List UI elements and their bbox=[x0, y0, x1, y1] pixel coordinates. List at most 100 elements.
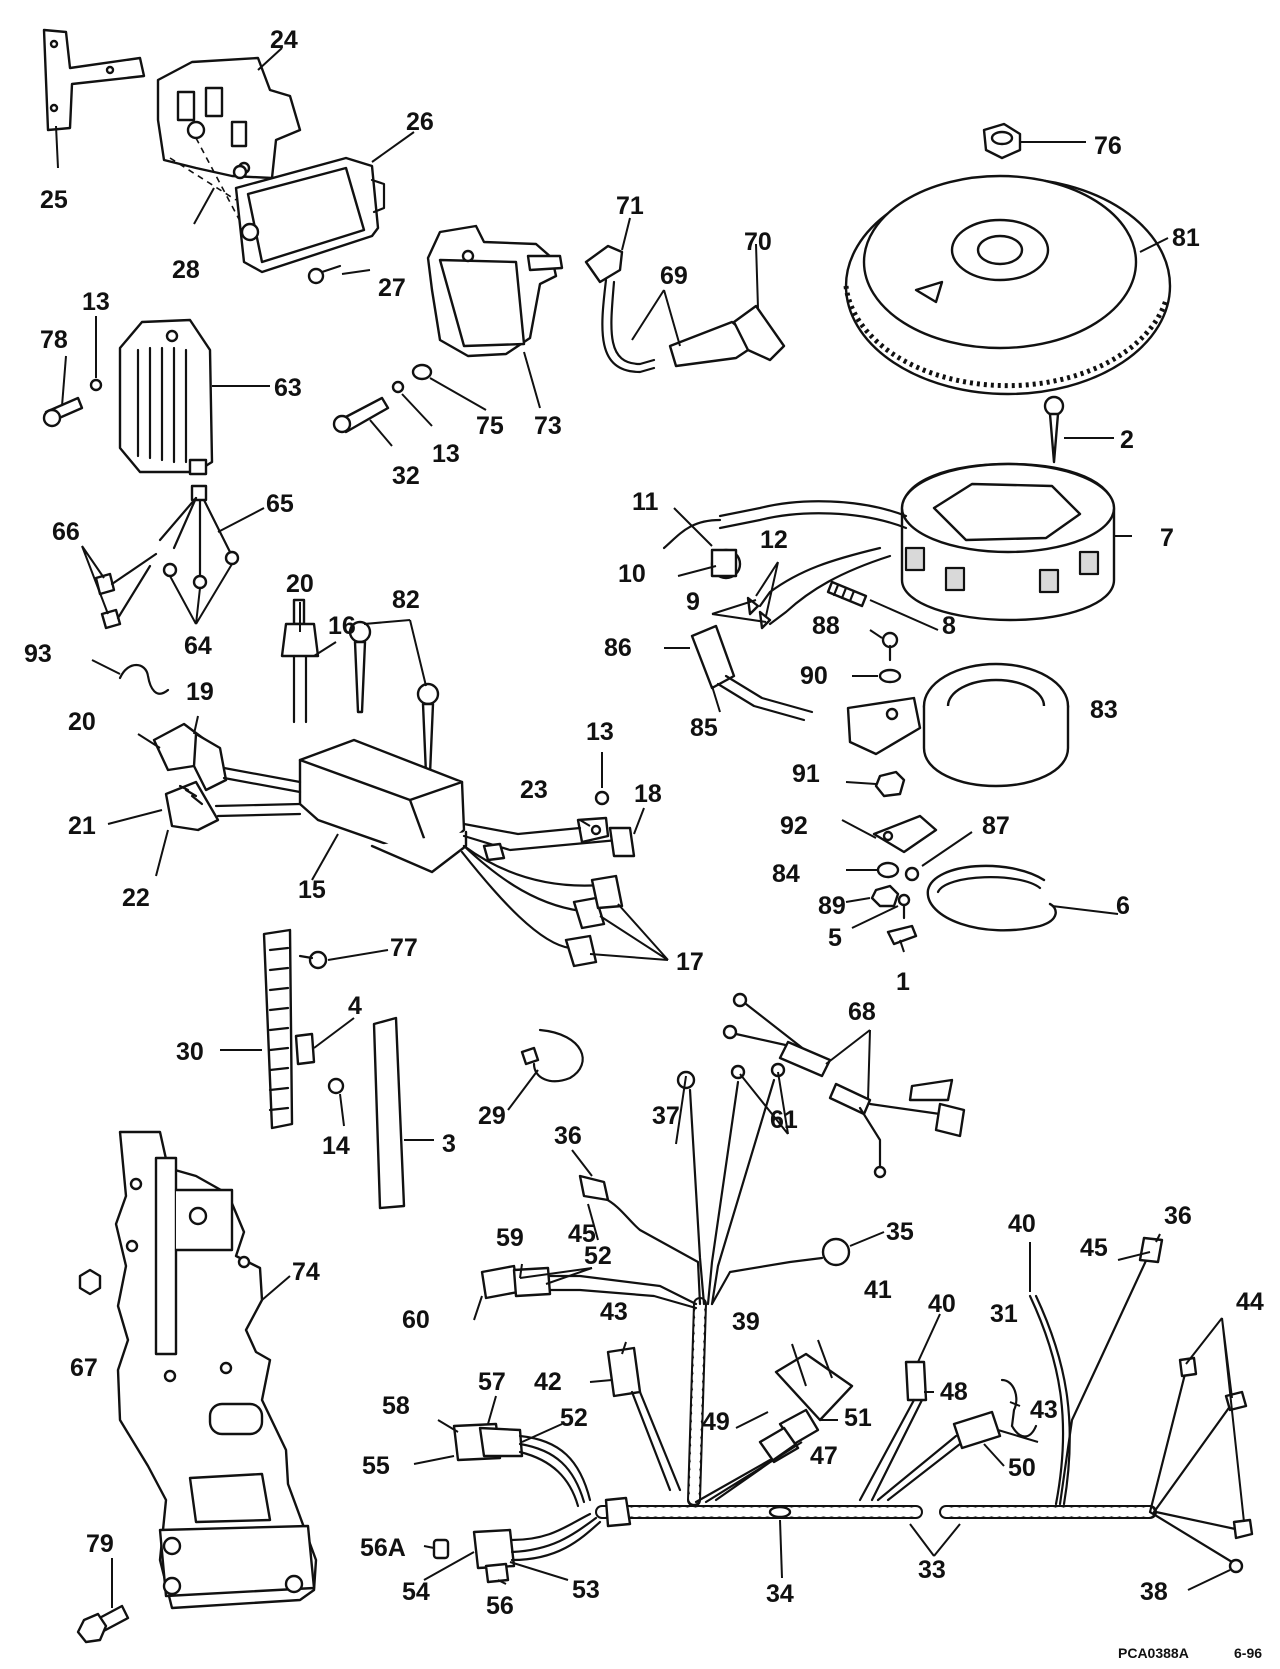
callout-48: 48 bbox=[940, 1378, 968, 1406]
callout-55: 55 bbox=[362, 1452, 390, 1480]
part-74-mounting-plate bbox=[114, 1130, 318, 1610]
callout-93: 93 bbox=[24, 640, 52, 668]
callout-47: 47 bbox=[810, 1442, 838, 1470]
part-13-washer-b bbox=[391, 380, 405, 394]
callout-34: 34 bbox=[766, 1580, 794, 1608]
callout-36-a: 36 bbox=[554, 1122, 582, 1150]
leader-lines bbox=[55, 47, 1245, 1608]
part-21-boot bbox=[164, 780, 302, 832]
callout-33: 33 bbox=[918, 1556, 946, 1584]
callout-58: 58 bbox=[382, 1392, 410, 1420]
callout-50: 50 bbox=[1008, 1454, 1036, 1482]
part-1-clip bbox=[886, 924, 918, 946]
callout-35: 35 bbox=[886, 1218, 914, 1246]
callout-52-b: 52 bbox=[560, 1404, 588, 1432]
callout-53: 53 bbox=[572, 1576, 600, 1604]
callout-43-a: 43 bbox=[600, 1298, 628, 1326]
figure-reference: PCA0388A 6-96 bbox=[1118, 1645, 1262, 1661]
callout-45-a: 45 bbox=[568, 1220, 596, 1248]
callout-86: 86 bbox=[604, 634, 632, 662]
callout-42: 42 bbox=[534, 1368, 562, 1396]
callout-85: 85 bbox=[690, 714, 718, 742]
part-70-spark-plug-boot bbox=[668, 304, 786, 368]
part-14-screw bbox=[327, 1077, 345, 1095]
callout-56: 56 bbox=[486, 1592, 514, 1620]
callout-44: 44 bbox=[1236, 1288, 1264, 1316]
callout-49: 49 bbox=[702, 1408, 730, 1436]
callout-28: 28 bbox=[172, 256, 200, 284]
callout-79: 79 bbox=[86, 1530, 114, 1558]
harness-lower-connectors bbox=[432, 1422, 602, 1584]
callout-81: 81 bbox=[1172, 224, 1200, 252]
revision-date: 6-96 bbox=[1234, 1645, 1262, 1661]
part-87-screw bbox=[904, 866, 920, 882]
callout-41: 41 bbox=[864, 1276, 892, 1304]
part-29-tie-strap bbox=[520, 1028, 584, 1083]
callout-69: 69 bbox=[660, 262, 688, 290]
callout-76: 76 bbox=[1094, 132, 1122, 160]
part-65-leads bbox=[158, 484, 240, 590]
callout-26: 26 bbox=[406, 108, 434, 136]
part-89-nut bbox=[870, 884, 900, 908]
part-67-nut bbox=[78, 1268, 102, 1296]
callout-40-a: 40 bbox=[1008, 1210, 1036, 1238]
callout-75: 75 bbox=[476, 412, 504, 440]
callout-27: 27 bbox=[378, 274, 406, 302]
callout-21: 21 bbox=[68, 812, 96, 840]
part-34-wiring-harness bbox=[595, 1297, 923, 1528]
part-90-washer bbox=[878, 668, 902, 684]
part-10-11-connector-leads bbox=[662, 500, 908, 630]
part-88-screw bbox=[881, 631, 899, 662]
callout-57: 57 bbox=[478, 1368, 506, 1396]
harness-mid-branches bbox=[606, 1346, 1002, 1504]
part-76-nut bbox=[982, 122, 1022, 160]
part-78-screw bbox=[42, 396, 84, 428]
part-4-clip bbox=[294, 1032, 316, 1066]
reference-code: PCA0388A bbox=[1118, 1645, 1189, 1661]
part-91-bushing bbox=[874, 770, 906, 798]
part-13-washer-c bbox=[594, 790, 610, 806]
callout-12: 12 bbox=[760, 526, 788, 554]
part-6-retaining-ring bbox=[926, 864, 1057, 932]
callout-61: 61 bbox=[770, 1106, 798, 1134]
part-77-screw bbox=[298, 950, 328, 970]
part-8-spring bbox=[826, 580, 868, 608]
part-27-screw bbox=[307, 264, 342, 285]
callout-38: 38 bbox=[1140, 1578, 1168, 1606]
callout-17: 17 bbox=[676, 948, 704, 976]
part-3-strip bbox=[372, 1016, 406, 1210]
callout-37: 37 bbox=[652, 1102, 680, 1130]
part-75-washer bbox=[411, 363, 433, 381]
part-7-stator bbox=[900, 462, 1116, 622]
callout-43-b: 43 bbox=[1030, 1396, 1058, 1424]
callout-71: 71 bbox=[616, 192, 644, 220]
part-26-cover bbox=[234, 156, 386, 274]
callout-39: 39 bbox=[732, 1308, 760, 1336]
callout-30: 30 bbox=[176, 1038, 204, 1066]
callout-3: 3 bbox=[442, 1130, 456, 1158]
part-82-bolts bbox=[348, 620, 440, 776]
callout-83: 83 bbox=[1090, 696, 1118, 724]
callout-65: 65 bbox=[266, 490, 294, 518]
callout-13-a: 13 bbox=[82, 288, 110, 316]
callout-36-b: 36 bbox=[1164, 1202, 1192, 1230]
callout-32: 32 bbox=[392, 462, 420, 490]
callout-24: 24 bbox=[270, 26, 298, 54]
callout-13-b: 13 bbox=[432, 440, 460, 468]
part-2-bolt bbox=[1043, 395, 1065, 464]
part-17-18-leads bbox=[460, 822, 636, 968]
callout-8: 8 bbox=[942, 612, 956, 640]
harness-upper-branches bbox=[480, 1062, 851, 1310]
part-24-bracket-housing bbox=[156, 56, 302, 241]
callout-45-b: 45 bbox=[1080, 1234, 1108, 1262]
part-93-spring-clip bbox=[118, 663, 170, 695]
callout-20-a: 20 bbox=[286, 570, 314, 598]
callout-66: 66 bbox=[52, 518, 80, 546]
callout-91: 91 bbox=[792, 760, 820, 788]
callout-6: 6 bbox=[1116, 892, 1130, 920]
callout-40-b: 40 bbox=[928, 1290, 956, 1318]
part-5-screw bbox=[897, 893, 911, 920]
callout-60: 60 bbox=[402, 1306, 430, 1334]
part-86-connector bbox=[690, 624, 814, 722]
